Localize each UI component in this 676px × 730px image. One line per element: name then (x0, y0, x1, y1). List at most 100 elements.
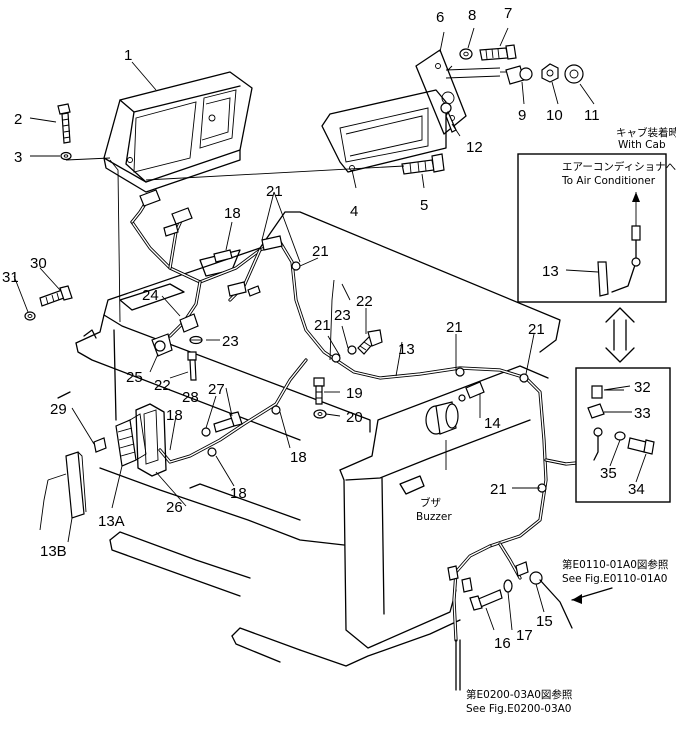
part-25-relay (151, 333, 173, 357)
harness-connectors (139, 189, 547, 493)
part-3-washer (60, 151, 72, 161)
part-20-washer (313, 409, 327, 419)
callout-23-upper: 23 (334, 307, 351, 324)
callout-18-mid: 18 (290, 449, 307, 466)
with-cab-aircon-box (517, 153, 667, 303)
part-22-bolt-upper (357, 329, 383, 355)
arrow-e0110-head (572, 594, 582, 604)
callout-27: 27 (208, 381, 225, 398)
callout-35: 35 (600, 465, 617, 482)
callout-leaders (13, 27, 647, 631)
part-7-screw (479, 44, 517, 61)
callout-16: 16 (494, 635, 511, 652)
part-19-bolt (313, 377, 325, 405)
part-16-bolt (469, 589, 503, 611)
callout-21-c: 21 (490, 481, 507, 498)
part-23-washer-upper (347, 345, 357, 355)
cable-to-e0110 (539, 579, 573, 629)
callout-2: 2 (14, 111, 22, 128)
callout-30: 30 (30, 255, 47, 272)
note-with-cab-jp: キャブ装着時 (616, 126, 676, 139)
part-12-key (440, 102, 457, 133)
part-30-bolt (39, 285, 73, 307)
callout-25: 25 (126, 369, 143, 386)
note-fig-e0200-jp: 第E0200-03A0図参照 (466, 688, 573, 701)
callout-3: 3 (14, 149, 22, 166)
callout-13-cab: 13 (542, 263, 559, 280)
part-17-washer (503, 579, 513, 593)
part-27-bolt (213, 411, 243, 433)
callout-32: 32 (634, 379, 651, 396)
note-to-aircon-jp: エアーコンディショナへ (562, 160, 676, 173)
part-23-washer-lower (189, 335, 203, 345)
note-fig-e0110-jp: 第E0110-01A0図参照 (562, 558, 669, 571)
with-cab-terminal-box (575, 367, 671, 503)
link-double-arrow (605, 307, 635, 363)
callout-10: 10 (546, 107, 563, 124)
callout-14: 14 (484, 415, 501, 432)
main-wiring-harness (130, 194, 604, 642)
callout-18-top: 18 (224, 205, 241, 222)
callout-8: 8 (468, 7, 476, 24)
callout-23-lower: 23 (222, 333, 239, 350)
part-22-bolt-lower (187, 351, 197, 381)
callout-18-low: 18 (230, 485, 247, 502)
callout-13-main: 13 (398, 341, 415, 358)
note-with-cab-en: With Cab (618, 139, 666, 151)
part-15-grommet (529, 571, 543, 585)
note-fig-e0110-en: See Fig.E0110-01A0 (562, 573, 668, 585)
note-buzzer-en: Buzzer (416, 511, 452, 523)
callout-21-top: 21 (266, 183, 283, 200)
callout-18-left: 18 (166, 407, 183, 424)
callout-28: 28 (182, 389, 199, 406)
callout-6: 6 (436, 9, 444, 26)
callout-7: 7 (504, 5, 512, 22)
part-13B-cover (39, 451, 87, 531)
callout-31: 31 (2, 269, 19, 286)
callout-17: 17 (516, 627, 533, 644)
cab-floor-outline (57, 211, 561, 667)
callout-21-b: 21 (528, 321, 545, 338)
buzzer (425, 401, 459, 435)
callout-21-a: 21 (446, 319, 463, 336)
callout-22-upper: 22 (356, 293, 373, 310)
callout-24: 24 (142, 287, 159, 304)
callout-21-right: 21 (312, 243, 329, 260)
callout-20: 20 (346, 409, 363, 426)
note-fig-e0200-en: See Fig.E0200-03A0 (466, 703, 572, 715)
callout-21-mid: 21 (314, 317, 331, 334)
callout-5: 5 (420, 197, 428, 214)
lower-connectors (447, 561, 529, 593)
callout-15: 15 (536, 613, 553, 630)
callout-26: 26 (166, 499, 183, 516)
callout-19: 19 (346, 385, 363, 402)
callout-11: 11 (584, 107, 600, 124)
callout-12: 12 (466, 139, 483, 156)
callout-34: 34 (628, 481, 645, 498)
callout-29: 29 (50, 401, 67, 418)
callout-33: 33 (634, 405, 651, 422)
part-4-panel (321, 89, 447, 173)
callout-13A: 13A (98, 513, 125, 530)
note-buzzer-jp: ブザ (420, 496, 441, 509)
part-31-washer (24, 311, 36, 321)
note-to-aircon-en: To Air Conditioner (561, 175, 656, 187)
part-9-switch (500, 65, 533, 85)
callout-13B: 13B (40, 543, 67, 560)
part-1-panel-bracket (103, 71, 253, 193)
callout-4: 4 (350, 203, 358, 220)
part-10-nut (541, 63, 559, 83)
annotation-notes: キャブ装着時 With Cab エアーコンディショナへ To Air Condi… (416, 126, 676, 715)
part-24-connector (179, 313, 199, 333)
callout-1: 1 (124, 47, 132, 64)
callout-22-lower: 22 (154, 377, 171, 394)
callout-9: 9 (518, 107, 526, 124)
part-11-knob (564, 64, 584, 84)
part-6-plate (415, 49, 467, 135)
arrow-e0200-line (455, 639, 461, 691)
part-2-bolt (57, 103, 71, 144)
callout-numbers: 1 2 3 4 5 6 7 8 9 10 11 12 13 13 13A 13B… (2, 5, 651, 652)
part-5-bolt (401, 153, 445, 175)
part-14-connector (458, 381, 485, 402)
